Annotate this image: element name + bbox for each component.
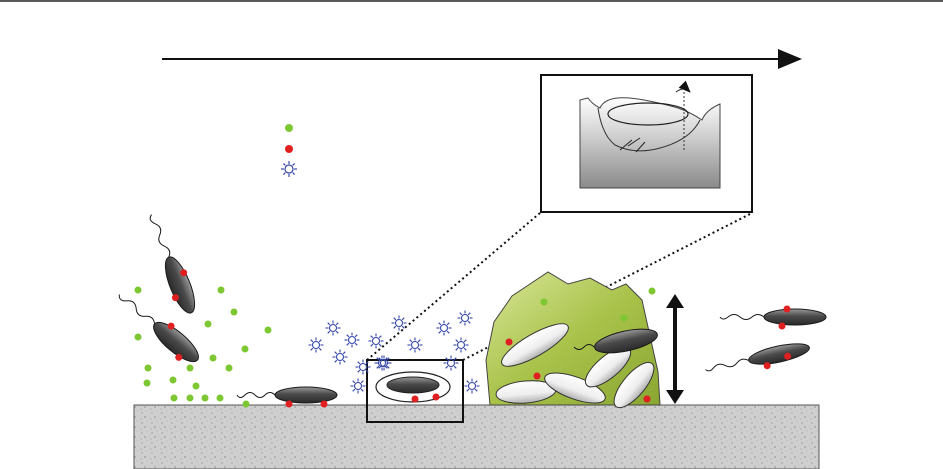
signal-star-icon (454, 338, 469, 353)
inset-box (541, 75, 752, 212)
legend-red-dot (285, 145, 293, 153)
legend-green-dot (285, 124, 293, 132)
signal-star-icon (408, 338, 423, 353)
signal-star-icon (375, 356, 390, 371)
bacterium-swimming-1 (140, 210, 202, 317)
signal-star-icon (465, 379, 480, 394)
attached-cell-zoomed (376, 372, 450, 403)
bacterium-attaching (237, 387, 337, 408)
legend-blue-star-icon (281, 161, 297, 177)
signal-star-icon (345, 333, 360, 348)
biofilm-thickness-arrow (666, 294, 684, 404)
signal-star-icon (333, 350, 348, 365)
scattered-molecules-left (135, 287, 272, 408)
bacterium-dispersing-1 (720, 306, 826, 330)
signal-star-icon (309, 338, 324, 353)
signal-star-icon (458, 311, 473, 326)
signal-star-icon (326, 321, 341, 336)
signal-star-icon (369, 334, 384, 349)
signal-star-icon (351, 379, 366, 394)
signal-star-icon (444, 356, 459, 371)
signal-star-icon (356, 360, 371, 375)
bacterium-dispersing-2 (704, 340, 812, 382)
legend (281, 124, 297, 177)
signal-star-icon (392, 316, 407, 331)
biofilm-matrix (486, 272, 660, 414)
substrate-surface (134, 405, 819, 469)
signal-star-icon (437, 321, 452, 336)
